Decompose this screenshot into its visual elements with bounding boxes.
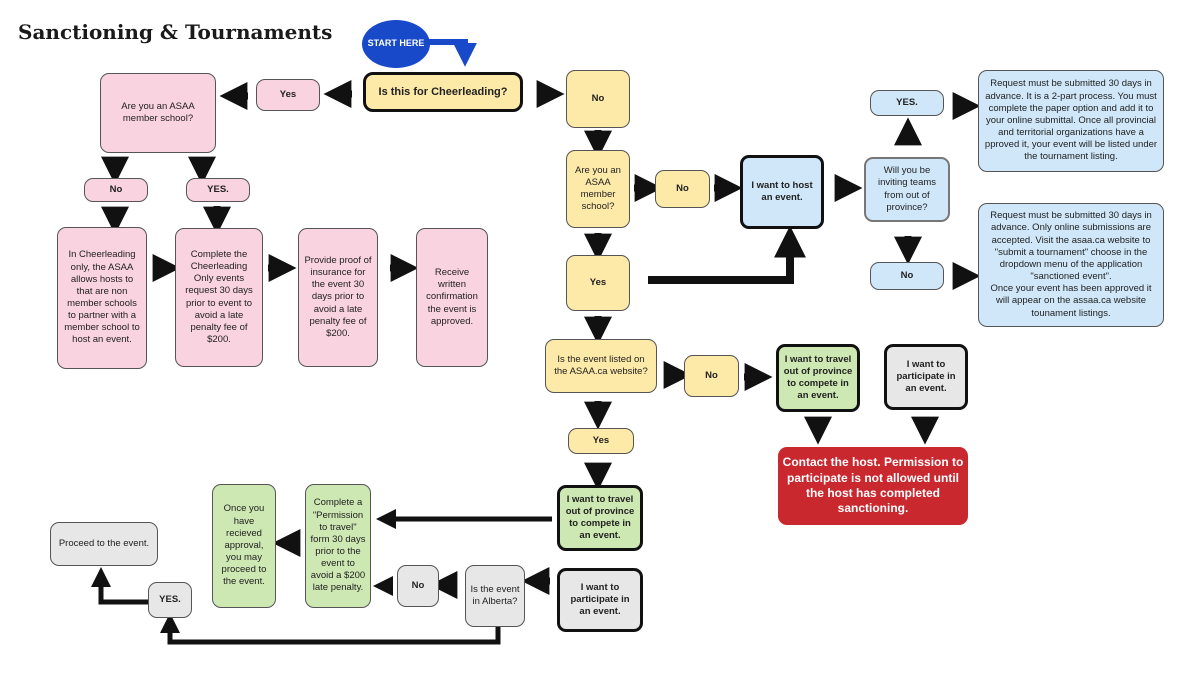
cheer-non-member-partner: In Cheerleading only, the ASAA allows ho…	[57, 227, 147, 369]
once-approved-proceed: Once you have recieved approval, you may…	[212, 484, 276, 608]
yes-alberta-label: YES.	[148, 582, 192, 618]
participate-event-lower: I want to participate in an event.	[557, 568, 643, 632]
yes-listed-label: Yes	[568, 428, 634, 454]
start-here-badge: START HERE	[362, 20, 430, 68]
receive-confirmation: Receive written confirmation the event i…	[416, 228, 488, 367]
asaa-member-mid-question: Are you an ASAA member school?	[566, 150, 630, 228]
no-left-label: No	[84, 178, 148, 202]
asaa-member-left-question: Are you an ASAA member school?	[100, 73, 216, 153]
yes-top-label: Yes	[256, 79, 320, 111]
arrow-alberta-to-yes-loop	[160, 613, 501, 645]
arrow-yes-to-proceed	[91, 567, 148, 605]
page-title: Sanctioning & Tournaments	[18, 20, 333, 44]
listed-on-website-question: Is the event listed on the ASAA.ca websi…	[545, 339, 657, 393]
travel-out-of-province-right: I want to travel out of province to comp…	[776, 344, 860, 412]
cheer-request-30-days: Complete the Cheerleading Only events re…	[175, 228, 263, 367]
inviting-teams-question: Will you be inviting teams from out of p…	[864, 157, 950, 222]
proceed-to-event: Proceed to the event.	[50, 522, 158, 566]
no-alberta-label: No	[397, 565, 439, 607]
travel-out-of-province-lower: I want to travel out of province to comp…	[557, 485, 643, 551]
yes-left-label: YES.	[186, 178, 250, 202]
permission-to-travel-form: Complete a "Permission to travel" form 3…	[305, 484, 371, 608]
contact-host-warning: Contact the host. Permission to particip…	[778, 447, 968, 525]
arrow-yes-to-host-long	[648, 225, 806, 284]
host-event-box: I want to host an event.	[740, 155, 824, 229]
participate-event-right: I want to participate in an event.	[884, 344, 968, 410]
no-mid-label: No	[655, 170, 710, 208]
cheerleading-question: Is this for Cheerleading?	[363, 72, 523, 112]
request-online-only: Request must be submitted 30 days in adv…	[978, 203, 1164, 327]
no-right-label: No	[870, 262, 944, 290]
proof-of-insurance: Provide proof of insurance for the event…	[298, 228, 378, 367]
event-in-alberta-question: Is the event in Alberta?	[465, 565, 525, 627]
start-arrow	[428, 39, 477, 67]
request-two-part-process: Request must be submitted 30 days in adv…	[978, 70, 1164, 172]
yes-right-label: YES.	[870, 90, 944, 116]
yes-mid-label: Yes	[566, 255, 630, 311]
no-listed-label: No	[684, 355, 739, 397]
no-cheer-label: No	[566, 70, 630, 128]
